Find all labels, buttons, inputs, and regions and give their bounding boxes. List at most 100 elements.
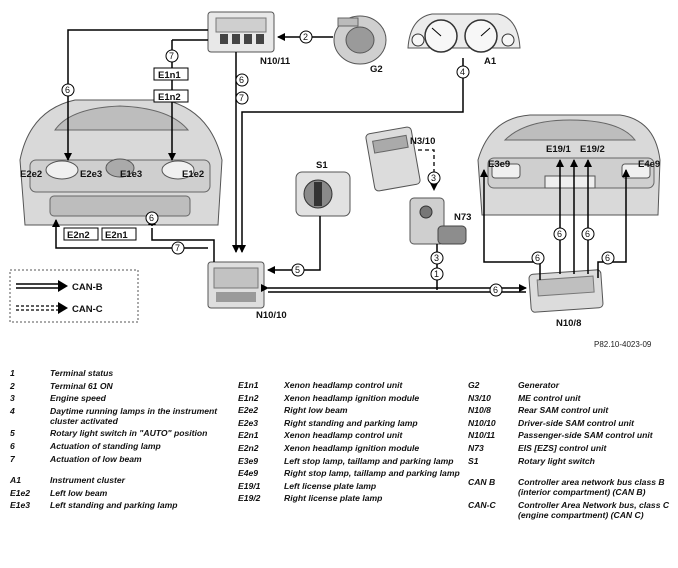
label-e1n1: E1n1 <box>158 70 181 81</box>
label-e3e9: E3e9 <box>488 159 510 170</box>
legend-key: E4e9 <box>238 468 259 479</box>
legend-key: E19/2 <box>238 493 261 504</box>
legend-row: CAN B Controller area network bus class B… <box>468 477 673 497</box>
legend-key: 5 <box>10 428 15 439</box>
marker-6-front: 6 <box>149 213 154 223</box>
label-e2n1: E2n1 <box>105 230 128 241</box>
legend-key: E2n2 <box>238 442 259 453</box>
legend-description: Xenon headlamp control unit <box>284 430 403 441</box>
label-e1e2: E1e2 <box>182 169 204 180</box>
legend-row: E2n1 Xenon headlamp control unit <box>238 430 460 440</box>
legend-key: E1e3 <box>10 500 31 511</box>
legend-row: 7 Actuation of low beam <box>10 454 220 464</box>
label-e19-2: E19/2 <box>580 144 605 155</box>
legend-description: Rotary light switch <box>518 455 595 466</box>
legend-column-1: 1 Terminal status 2 Terminal 61 ON 3 Engine s… <box>10 368 220 513</box>
legend-description: Right license plate lamp <box>284 493 383 504</box>
legend-key: G2 <box>468 380 480 390</box>
legend-row: 5 Rotary light switch in "AUTO" position <box>10 428 220 438</box>
label-e1e3: E1e3 <box>120 169 142 180</box>
legend-key: 4 <box>10 405 15 416</box>
legend-key: E2e2 <box>238 405 259 416</box>
marker-6-rear-2: 6 <box>557 229 562 239</box>
legend-key: E2n1 <box>238 430 259 441</box>
legend-row: E1n1 Xenon headlamp control unit <box>238 380 460 390</box>
label-e2e2: E2e2 <box>20 169 42 180</box>
legend-description: Generator <box>518 380 560 390</box>
legend-description: Terminal status <box>50 368 114 378</box>
legend-key: E3e9 <box>238 455 259 466</box>
marker-7-front: 7 <box>175 243 180 253</box>
legend-row: E1n2 Xenon headlamp ignition module <box>238 393 460 403</box>
legend-row: 2 Terminal 61 ON <box>10 381 220 391</box>
legend-description: Right stop lamp, taillamp and parking la… <box>284 468 460 479</box>
legend-row: 1 Terminal status <box>10 368 220 378</box>
label-s1: S1 <box>316 160 328 171</box>
legend-key: E1n2 <box>238 392 259 403</box>
legend-description: Terminal 61 ON <box>50 380 113 391</box>
instrument-cluster-a1 <box>407 13 521 53</box>
label-n10-8: N10/8 <box>556 318 581 329</box>
legend-description: Left standing and parking lamp <box>50 500 178 511</box>
legend-key: N10/8 <box>468 405 491 416</box>
legend-row: E19/2 Right license plate lamp <box>238 493 460 503</box>
marker-6-canb: 6 <box>493 285 498 295</box>
marker-7-top: 7 <box>169 51 174 61</box>
legend-key: E1e2 <box>10 487 31 498</box>
signal-number-markers: 2 4 7 6 7 6 6 7 5 3 3 1 6 6 6 6 6 <box>61 30 615 297</box>
legend-description: Rotary light switch in "AUTO" position <box>50 428 208 439</box>
legend-description: Instrument cluster <box>50 475 125 486</box>
marker-6-rear-1: 6 <box>535 253 540 263</box>
legend-key: CAN B <box>468 477 496 488</box>
legend-description: Actuation of low beam <box>50 453 142 464</box>
label-e2n2: E2n2 <box>67 230 90 241</box>
legend-key: 2 <box>10 380 15 391</box>
label-e19-1: E19/1 <box>546 144 572 155</box>
n10-10-module <box>207 261 265 309</box>
legend-description: Left low beam <box>50 487 108 498</box>
legend-key: N10/11 <box>468 430 496 441</box>
marker-6-rear-4: 6 <box>605 253 610 263</box>
legend-key: A1 <box>10 475 21 486</box>
marker-6-rear-3: 6 <box>585 229 590 239</box>
legend-key: 3 <box>10 393 15 404</box>
legend-description: Left stop lamp, taillamp and parking lam… <box>284 455 454 466</box>
label-n10-10: N10/10 <box>256 310 287 321</box>
label-n10-11: N10/11 <box>260 56 291 67</box>
marker-6-center: 6 <box>239 75 244 85</box>
legend-row: E1e3 Left standing and parking lamp <box>10 500 220 510</box>
legend-description: Controller area network bus class B (int… <box>518 477 665 498</box>
legend-key: 6 <box>10 440 15 451</box>
me-control-unit-n3-10 <box>365 126 421 192</box>
legend-key: N3/10 <box>468 392 491 403</box>
legend-row: 3 Engine speed <box>10 393 220 403</box>
legend-key: 7 <box>10 453 15 464</box>
legend-description: Xenon headlamp ignition module <box>284 392 420 403</box>
generator-g2 <box>333 15 387 65</box>
legend-key: E2e3 <box>238 417 259 428</box>
legend-key: E1n1 <box>238 380 259 390</box>
marker-6-left: 6 <box>65 85 70 95</box>
legend-description: Xenon headlamp control unit <box>284 380 403 390</box>
marker-7-center: 7 <box>239 93 244 103</box>
marker-3-bottom: 3 <box>434 253 439 263</box>
label-g2: G2 <box>370 64 383 75</box>
legend-key: 1 <box>10 368 15 378</box>
label-n3-10: N3/10 <box>410 136 435 147</box>
legend-row: E3e9 Left stop lamp, taillamp and parking… <box>238 456 460 466</box>
legend-description: Engine speed <box>50 393 106 404</box>
legend-key: N10/10 <box>468 417 496 428</box>
legend-spacer <box>468 468 673 477</box>
label-a1: A1 <box>484 56 497 67</box>
legend-row: A1 Instrument cluster <box>10 475 220 485</box>
